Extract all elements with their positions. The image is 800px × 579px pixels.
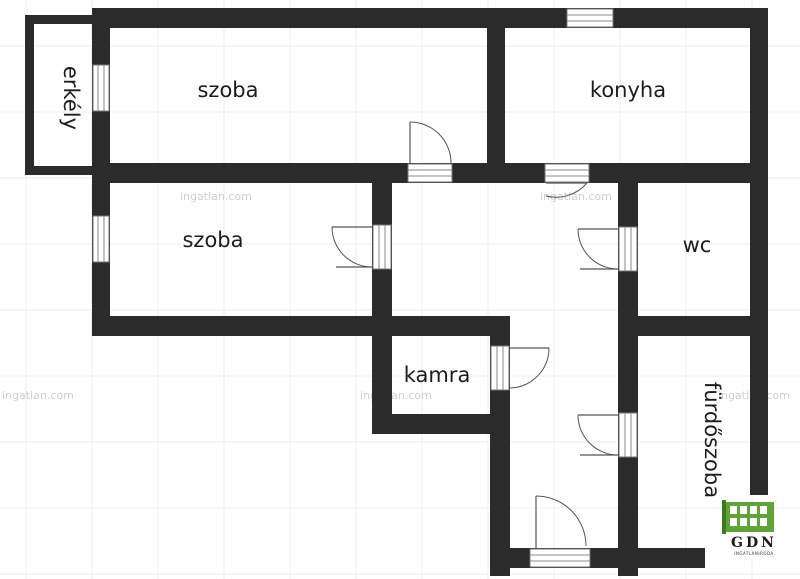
door-frame <box>529 548 591 568</box>
room-labels: erkély szoba konyha szoba wc kamra fürdő… <box>59 66 724 498</box>
room-label-erkely: erkély <box>59 66 83 130</box>
wall-segment <box>750 8 768 183</box>
room-label-konyha: konyha <box>590 78 666 102</box>
room-label-furdoszoba: fürdőszoba <box>700 382 724 498</box>
room-label-wc: wc <box>683 233 712 257</box>
wall-segment <box>25 166 101 175</box>
door-frame <box>618 226 638 272</box>
doors <box>331 121 619 548</box>
watermark-text: ingatlan.com <box>540 190 612 203</box>
wall-segment <box>487 8 505 183</box>
logo-name: GDN <box>731 535 777 551</box>
wall-segment <box>25 15 101 24</box>
wall-segment <box>372 316 392 434</box>
door-swing <box>409 121 452 164</box>
wall-segment <box>92 8 768 28</box>
watermarks: ingatlan.com ingatlan.com ingatlan.com i… <box>2 190 790 402</box>
wall-segment <box>618 316 768 336</box>
door-frame <box>372 224 392 270</box>
window <box>92 215 110 263</box>
wall-segment <box>372 414 510 434</box>
door-swing <box>545 182 588 198</box>
door-swing <box>509 347 550 389</box>
door-swing <box>535 495 587 548</box>
company-logo: GDN INGATLANIRODA <box>722 500 777 556</box>
door-swing <box>577 414 619 456</box>
window <box>92 64 110 112</box>
window <box>566 8 614 28</box>
wall-segment <box>490 548 705 568</box>
room-label-szoba: szoba <box>197 78 258 102</box>
room-label-kamra: kamra <box>404 363 471 387</box>
door-frame <box>618 412 638 458</box>
watermark-text: ingatlan.com <box>2 389 74 402</box>
wall-segment <box>618 163 638 576</box>
wall-segment <box>25 15 34 175</box>
wall-segment <box>92 316 510 336</box>
watermark-text: ingatlan.com <box>360 389 432 402</box>
building-icon <box>722 500 774 534</box>
windows <box>92 8 638 568</box>
door-frame <box>407 163 453 183</box>
door-swing <box>577 228 619 270</box>
door-frame <box>544 163 590 183</box>
watermark-text: ingatlan.com <box>180 190 252 203</box>
door-swing <box>331 226 373 268</box>
door-frame <box>490 345 510 391</box>
room-label-szoba-2: szoba <box>182 228 243 252</box>
logo-subtitle: INGATLANIRODA <box>734 551 774 556</box>
